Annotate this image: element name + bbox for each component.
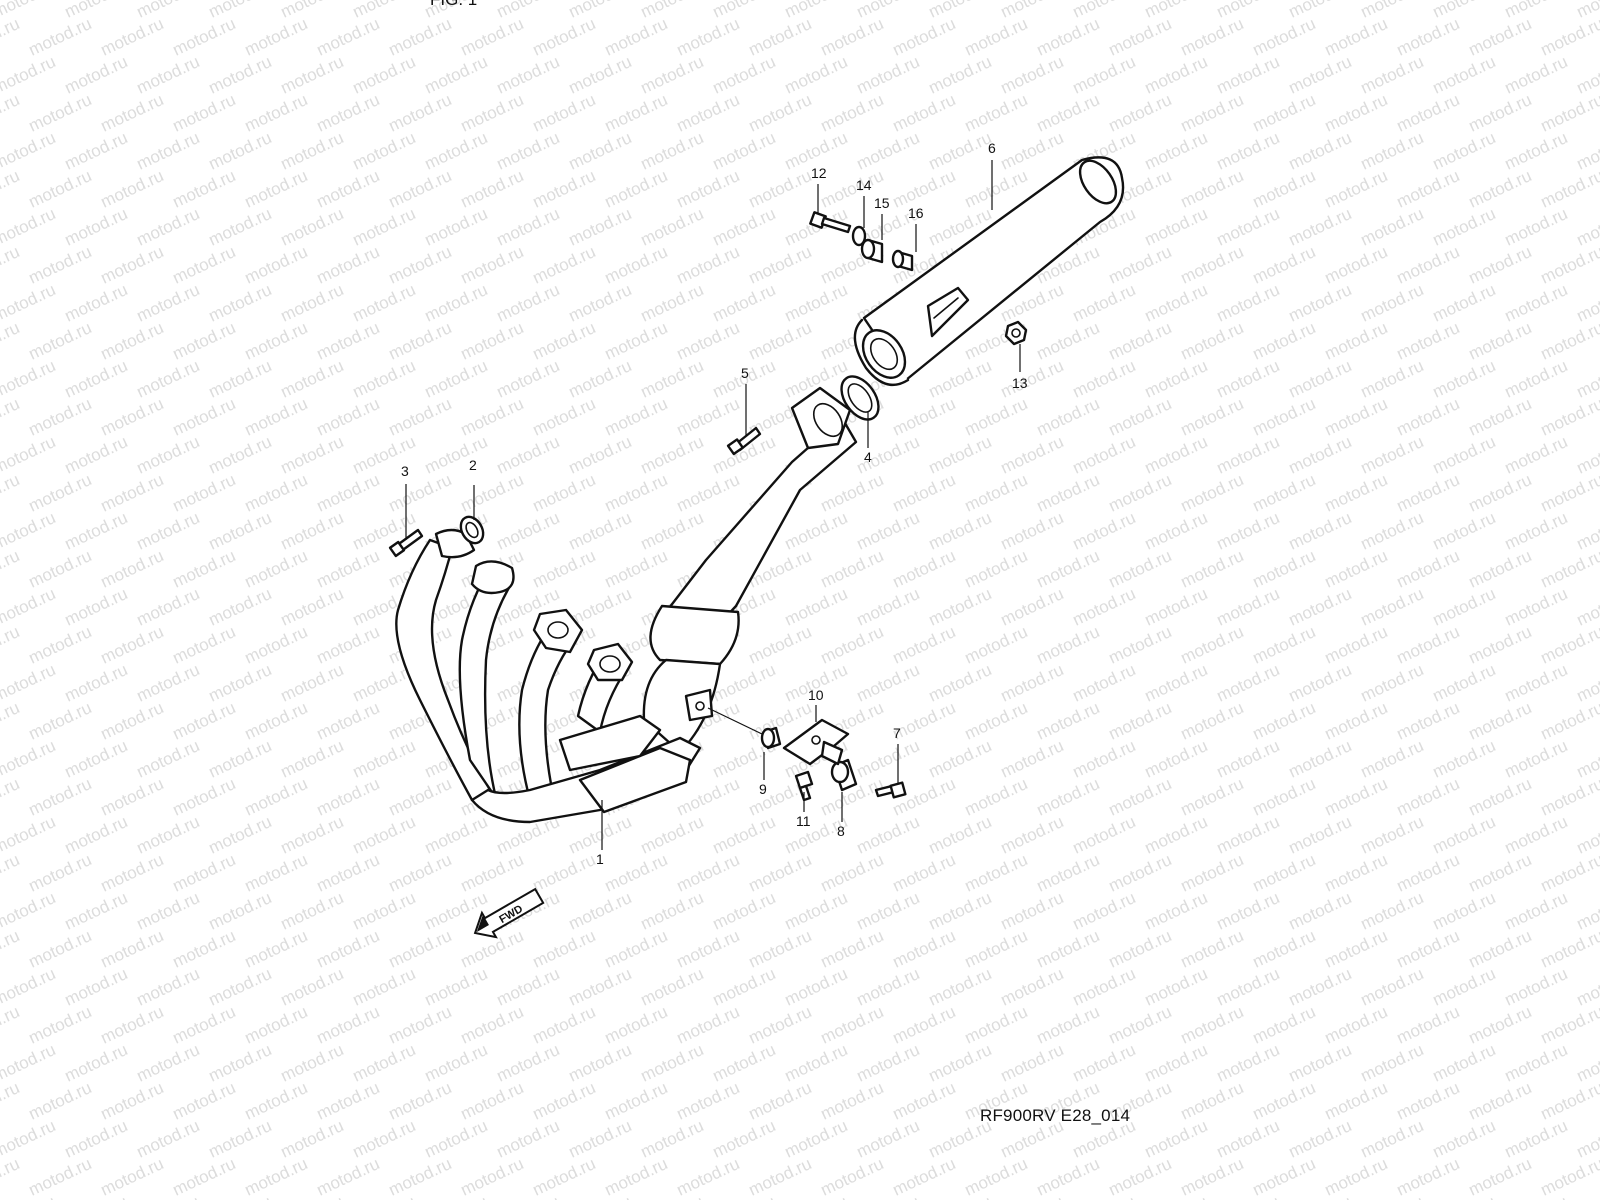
callout-7: 7 (893, 725, 901, 741)
callout-6: 6 (988, 140, 996, 156)
callout-3: 3 (401, 463, 409, 479)
callout-1: 1 (596, 851, 604, 867)
leader-lines (405, 160, 1021, 850)
callout-numbers: 1 2 3 4 5 6 7 8 9 10 11 12 13 14 15 16 (401, 140, 1028, 867)
callout-9: 9 (759, 781, 767, 797)
collar-16 (891, 249, 914, 272)
callout-11: 11 (796, 813, 811, 829)
callout-12: 12 (811, 165, 827, 181)
cushion-15 (860, 238, 884, 264)
cushion-8 (830, 758, 858, 792)
bolt-5 (726, 426, 762, 456)
fwd-arrow: FWD (473, 887, 545, 939)
callout-10: 10 (808, 687, 824, 703)
callout-5: 5 (741, 365, 749, 381)
callout-13: 13 (1012, 375, 1028, 391)
bracket-10 (782, 718, 850, 766)
bolt-12 (809, 211, 852, 234)
muffler (853, 156, 1125, 387)
callout-2: 2 (469, 457, 477, 473)
bolt-7 (874, 781, 907, 799)
diagram-code: RF900RV E28_014 (980, 1106, 1131, 1125)
nut-13 (1004, 320, 1028, 346)
callout-8: 8 (837, 823, 845, 839)
callout-4: 4 (864, 449, 872, 465)
exhaust-pipe-assembly (395, 386, 858, 824)
cushion-9 (760, 726, 782, 750)
callout-16: 16 (908, 205, 924, 221)
callout-14: 14 (856, 177, 872, 193)
callout-15: 15 (874, 195, 890, 211)
